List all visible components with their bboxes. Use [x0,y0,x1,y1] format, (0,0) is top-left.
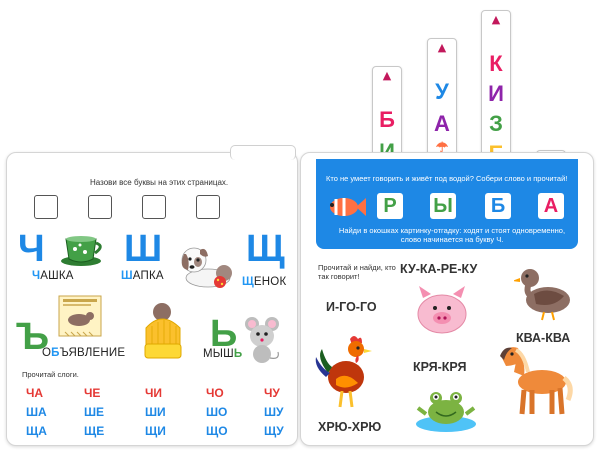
arrow-up-icon: ▲ [437,41,447,54]
strip-letter: З [489,111,503,136]
answer-box-1[interactable] [34,195,58,219]
umbrella-icon: ☂ [435,139,449,155]
strip-letter: И [488,81,504,106]
word-box[interactable]: Р [377,193,403,219]
answer-box-4[interactable] [196,195,220,219]
sound-igogo: И-ГО-ГО [326,300,377,314]
horse-icon [500,347,573,415]
syllable: ЩИ [145,424,166,438]
syllable: ЩУ [264,424,284,438]
word-box[interactable]: Ы [430,193,456,219]
letter-soft-sign: Ь [210,313,238,355]
letter-strip-1[interactable]: ▲ Б И [372,66,402,166]
puzzle-hint: Найди в окошках картинку-отгадку: ходят … [338,226,566,244]
syllable: ША [26,405,47,419]
word-rest: АШКА [40,270,74,282]
syllable: ШЕ [84,405,105,419]
cup-icon [61,236,102,266]
syllable: ШО [206,405,228,419]
page-tab [230,145,296,160]
word-rest: ЕНОК [253,276,287,288]
word-first-letter: МЫШ [203,348,234,360]
strip-letter: У [435,79,449,104]
sound-kvakva: КВА-КВА [516,331,571,345]
word-rest: ЪЯВЛЕНИЕ [59,347,126,359]
fish-icon [330,198,366,216]
frog-icon [416,392,476,432]
syllables-title: Прочитай слоги. [22,370,79,379]
word-box[interactable]: Б [485,193,511,219]
answer-box-2[interactable] [88,195,112,219]
sounds-task: Прочитай и найди, кто так говорит! [318,263,396,281]
puzzle-question: Кто не умеет говорить и живёт под водой?… [326,174,568,183]
letter-strip-2[interactable]: ▲ У А ☂ [427,38,457,164]
syllable: ЧО [206,386,224,400]
word-last-letter: Ь [233,348,243,360]
syllable: ЩО [206,424,228,438]
word-first-letter: Ч [32,270,41,282]
syllable: ШУ [264,405,284,419]
letter-ch: Ч [18,228,45,270]
word-obyavlenie: ОБЪЯВЛЕНИЕ [42,347,125,359]
notice-icon [58,295,102,337]
word-first-letter: О [42,347,52,359]
letter-hard-sign: Ъ [16,316,50,358]
syllable: ЧУ [264,386,280,400]
word-box[interactable]: А [538,193,564,219]
letters-instruction: Назови все буквы на этих страницах. [90,178,229,187]
word-chashka: ЧАШКА [32,270,74,282]
pig-icon [417,286,467,334]
sound-kryakrya: КРЯ-КРЯ [413,360,467,374]
answer-box-3[interactable] [142,195,166,219]
sound-khryukhryu: ХРЮ-ХРЮ [318,420,382,434]
duck-icon [514,269,570,321]
rooster-icon [315,336,372,408]
strip-letter: К [489,51,503,76]
syllable: ЩА [26,424,47,438]
hat-icon [144,303,182,359]
puppy-icon [181,247,232,288]
arrow-up-icon: ▲ [382,69,392,82]
sound-kukareku: КУ-КА-РЕ-КУ [400,262,478,276]
word-first-letter: Ш [121,270,133,282]
syllable: ЩЕ [84,424,105,438]
letter-strip-3[interactable]: ▲ К И З Е [481,10,511,166]
letter-sh: Ш [124,228,163,270]
word-rest: АПКА [132,270,164,282]
strip-letter: А [434,111,450,136]
word-mid-letter: Б [51,347,60,359]
syllable: ШИ [145,405,166,419]
arrow-up-icon: ▲ [491,13,501,26]
mouse-icon [245,317,279,363]
word-first-letter: Щ [242,276,254,288]
strip-letter: Б [379,107,395,132]
syllable: ЧА [26,386,44,400]
word-shchenok: ЩЕНОК [242,276,286,288]
word-shapka: ШАПКА [121,270,164,282]
syllable: ЧЕ [84,386,101,400]
word-mysh: МЫШЬ [203,348,242,360]
letter-shch: Щ [246,228,285,270]
syllable: ЧИ [145,386,163,400]
